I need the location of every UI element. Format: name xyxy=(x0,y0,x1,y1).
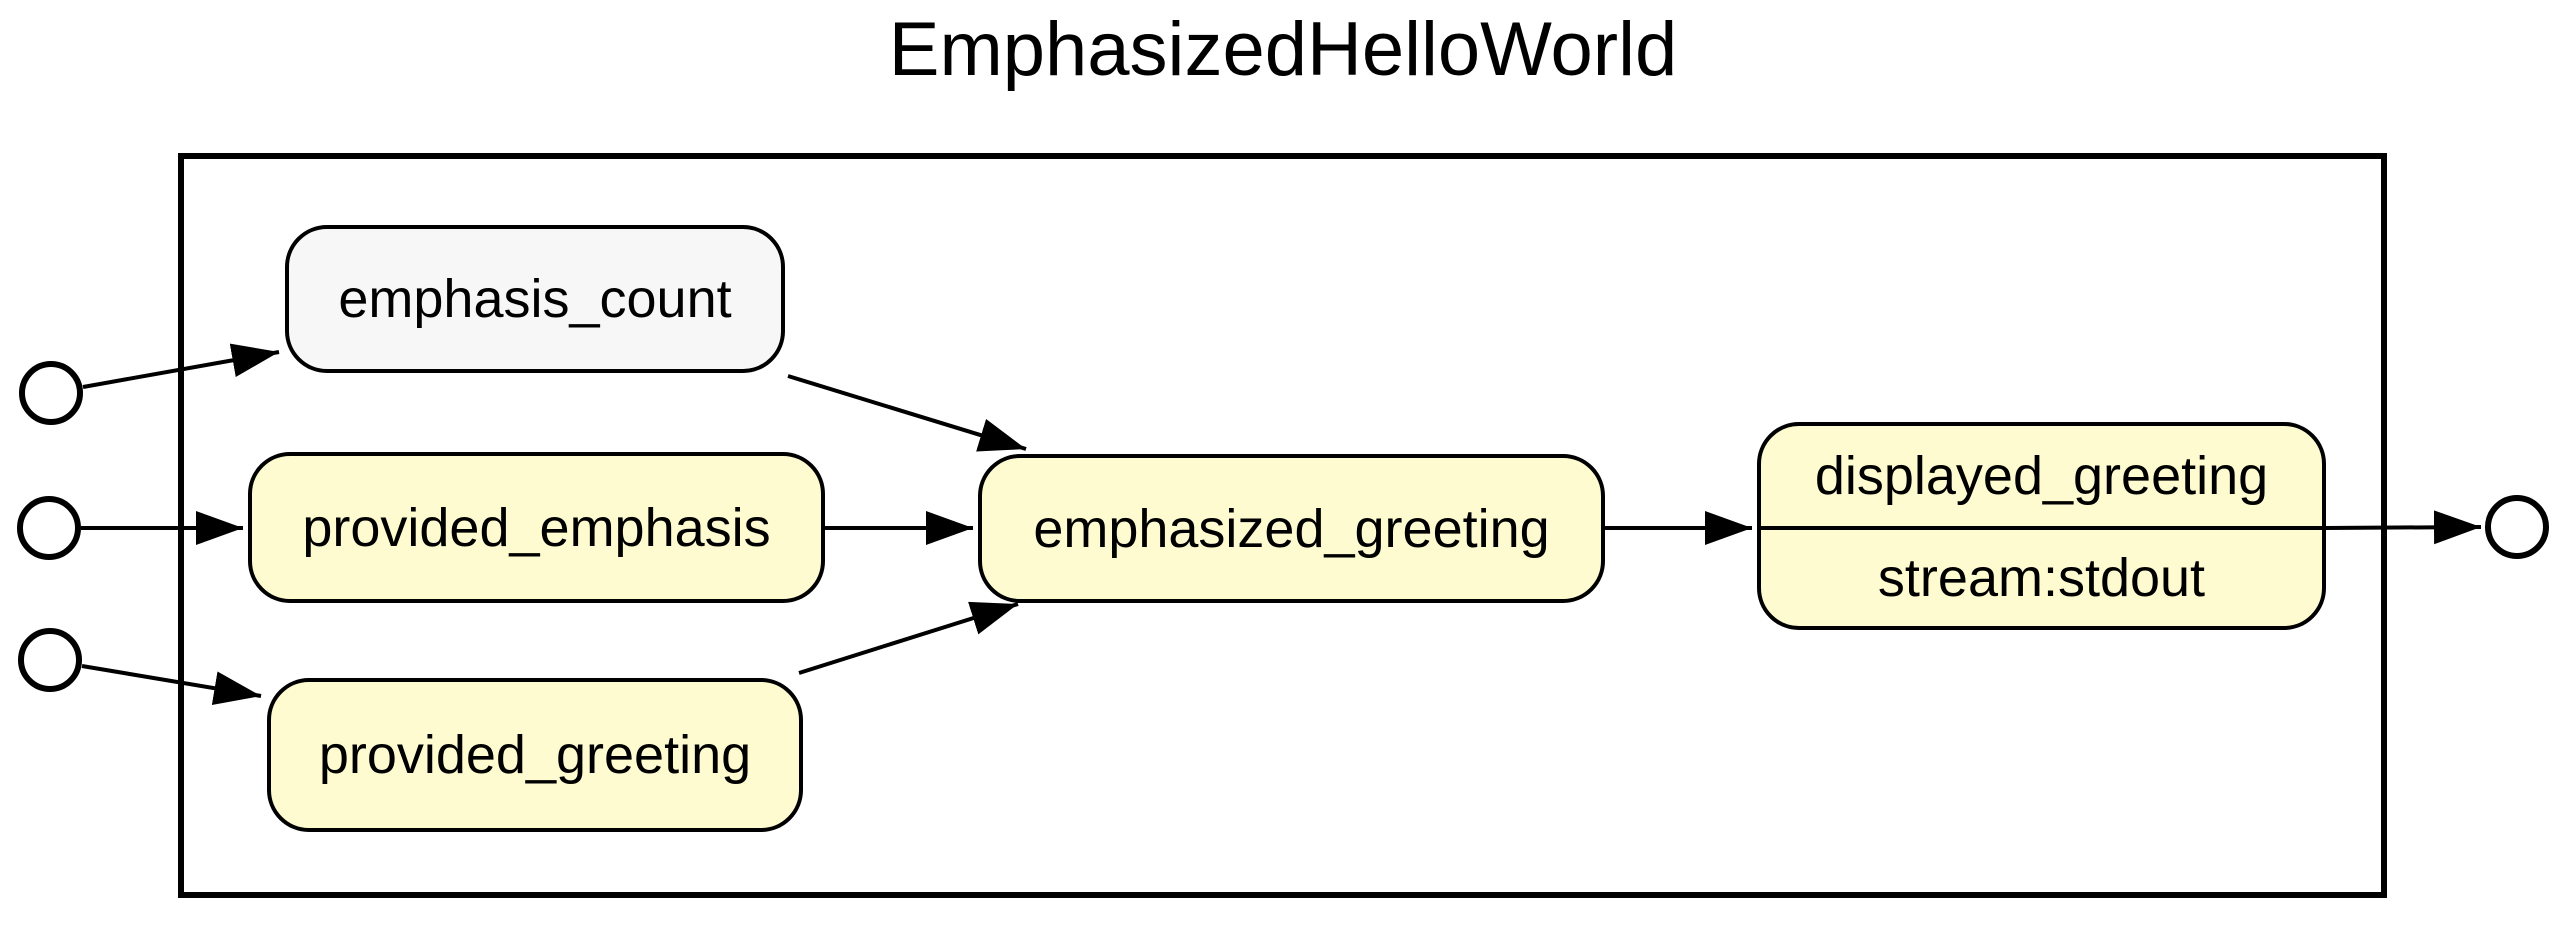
input-port-icon-2 xyxy=(17,496,81,560)
node-label: emphasis_count xyxy=(338,269,732,329)
node-title-compartment: displayed_greeting xyxy=(1761,426,2322,530)
node-emphasized-greeting: emphasized_greeting xyxy=(978,454,1605,603)
diagram-title: EmphasizedHelloWorld xyxy=(888,7,1678,92)
input-port-icon-1 xyxy=(19,361,83,425)
node-displayed-greeting: displayed_greeting stream:stdout xyxy=(1757,422,2326,630)
node-attribute-compartment: stream:stdout xyxy=(1761,530,2322,626)
node-label: displayed_greeting xyxy=(1814,446,2269,506)
node-provided-emphasis: provided_emphasis xyxy=(248,452,825,603)
output-port-icon-1 xyxy=(2485,495,2549,559)
node-sublabel: stream:stdout xyxy=(1877,548,2206,608)
node-label: provided_emphasis xyxy=(302,497,771,558)
input-port-icon-3 xyxy=(18,628,82,692)
node-emphasis-count: emphasis_count xyxy=(285,225,785,373)
node-provided-greeting: provided_greeting xyxy=(267,678,803,832)
node-label: provided_greeting xyxy=(318,725,752,785)
node-label: emphasized_greeting xyxy=(1033,498,1550,559)
